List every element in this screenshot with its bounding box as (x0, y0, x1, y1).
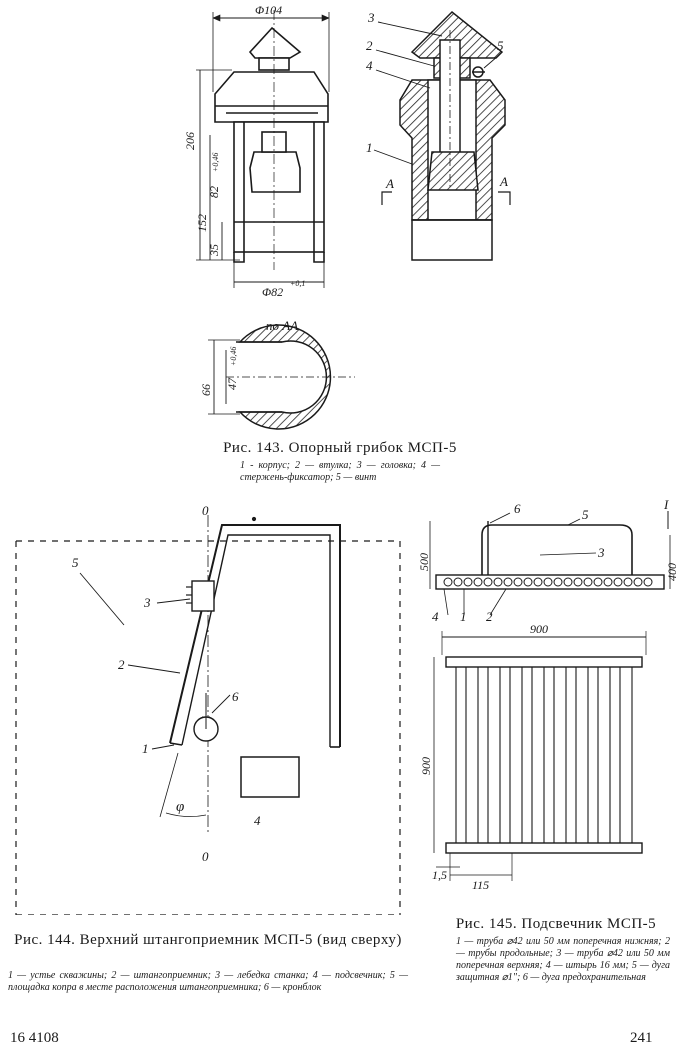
fig145-label-3: 3 (597, 545, 605, 560)
fig144-label-6: 6 (232, 689, 239, 704)
fig145-label-5: 5 (582, 507, 589, 522)
fig143-dim-overall-height: 206 (183, 132, 197, 150)
fig143-caption-legend: 1 - корпус; 2 — втулка; 3 — головка; 4 —… (240, 460, 440, 483)
fig144-caption-legend: 1 — устье скважины; 2 — штангоприемник; … (8, 970, 408, 993)
fig144-label-o-top: 0 (202, 503, 209, 518)
fig144-label-phi: φ (176, 799, 184, 815)
fig143-section-dim-outer: 66 (199, 384, 213, 396)
fig145-label-2: 2 (486, 609, 493, 624)
fig143-section-aa (208, 324, 355, 430)
fig145-caption-legend: 1 — труба ⌀42 или 50 мм поперечная нижня… (456, 936, 670, 983)
fig145-dim-500: 500 (420, 553, 431, 571)
fig143-drawing: Φ104 206 +0,46 82 152 35 Φ82 +0,1 3 2 4 … (183, 3, 511, 430)
fig144-label-1: 1 (142, 741, 149, 756)
fig143-dim-bottom-diameter: Φ82 (262, 285, 283, 299)
fig145-drawing: 6 5 I 3 4 1 2 500 400 900 900 1,5 115 (420, 497, 677, 892)
page-footer-left: 16 4108 (10, 1030, 59, 1046)
fig145-label-6: 6 (514, 501, 521, 516)
fig143-label-a-left: А (385, 176, 394, 191)
fig144-label-o-bottom: 0 (202, 849, 209, 864)
page-number: 241 (630, 1030, 653, 1046)
fig143-dim-mid-tol: +0,46 (211, 153, 220, 172)
fig143-dim-top-diameter: Φ104 (255, 3, 282, 17)
fig145-label-1: 1 (460, 609, 467, 624)
fig145-dim-115: 115 (472, 878, 489, 892)
fig143-dim-bottom-tol: +0,1 (290, 279, 305, 288)
fig145-dim-h900: 900 (420, 757, 433, 775)
fig145-label-4: 4 (432, 609, 439, 624)
fig143-caption-title: Рис. 143. Опорный грибок МСП-5 (223, 440, 457, 456)
fig143-label-3: 3 (367, 10, 375, 25)
fig144-label-3: 3 (143, 595, 151, 610)
fig145-tube-row (443, 577, 653, 587)
fig143-label-4: 4 (366, 58, 373, 73)
fig143-section-title: по АА (266, 318, 298, 333)
fig145-caption-title: Рис. 145. Подсвечник МСП-5 (455, 916, 657, 932)
fig144-caption-title: Рис. 144. Верхний штангоприемник МСП-5 (… (14, 932, 402, 948)
fig143-dim-mid-height: 82 (207, 186, 221, 198)
fig143-section-dim-inner: 47 (225, 377, 239, 390)
fig145-label-mark-i: I (663, 497, 669, 512)
fig143-dim-base-height: 35 (207, 244, 221, 257)
fig144-label-5: 5 (72, 555, 79, 570)
fig144-drawing: 0 0 5 3 2 6 1 φ 4 (15, 503, 401, 915)
fig143-elevation (196, 10, 330, 288)
fig143-section (373, 10, 511, 261)
fig145-dim-400: 400 (665, 563, 677, 581)
fig143-section-dim-tol: +0,46 (229, 347, 238, 366)
fig144-label-2: 2 (118, 657, 125, 672)
fig145-longitudinal-tubes (455, 667, 633, 843)
fig143-label-5: 5 (497, 38, 504, 53)
fig145-dim-1-5: 1,5 (432, 868, 447, 882)
fig143-label-2: 2 (366, 38, 373, 53)
fig143-dim-lower-height: 152 (195, 214, 209, 232)
fig145-dim-w900: 900 (530, 622, 548, 636)
fig143-label-a-right: А (499, 174, 508, 189)
fig143-label-1: 1 (366, 140, 373, 155)
fig144-label-4: 4 (254, 813, 261, 828)
